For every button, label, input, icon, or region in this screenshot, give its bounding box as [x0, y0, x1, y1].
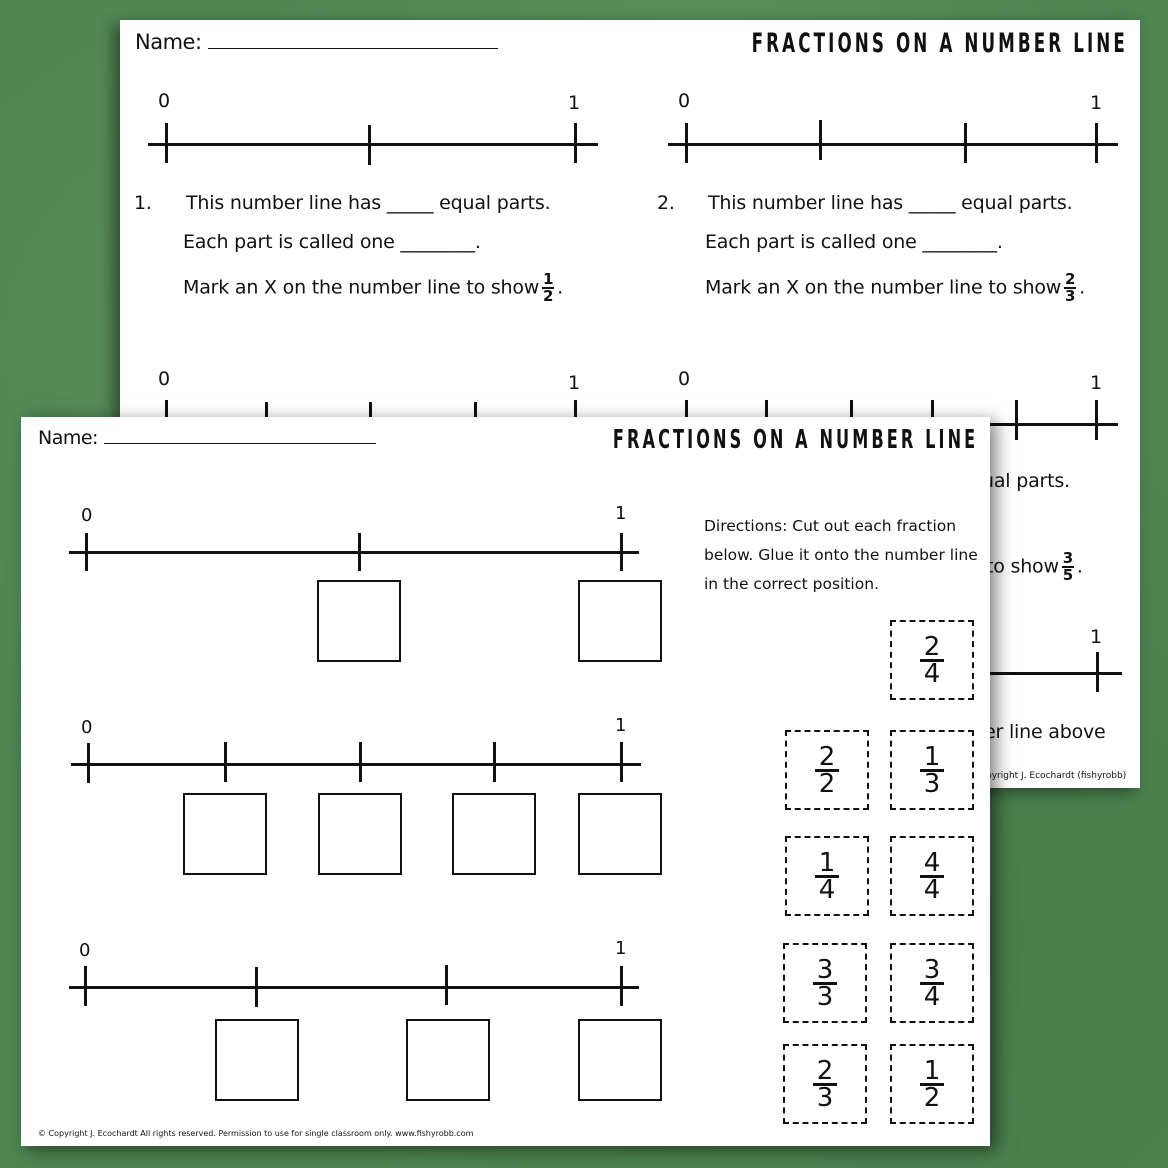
name-field[interactable]: Name: [38, 427, 376, 449]
answer-box[interactable] [578, 580, 662, 662]
copyright-text: © Copyright J. Ecochardt All rights rese… [38, 1129, 474, 1138]
label-zero: 0 [158, 368, 171, 390]
tick [85, 533, 88, 571]
label-one: 1 [1090, 626, 1103, 648]
label-zero: 0 [678, 368, 691, 390]
tick [1096, 652, 1099, 692]
problem-number: 1. [134, 192, 152, 214]
axis [69, 986, 639, 989]
tick [1015, 400, 1018, 440]
number-line-1: 0 1 [148, 90, 598, 170]
name-label: Name: [38, 427, 98, 449]
tick [620, 742, 623, 782]
tick [359, 742, 362, 782]
problem-number: 2. [657, 192, 675, 214]
answer-box[interactable] [318, 793, 402, 875]
directions-text: Directions: Cut out each fraction below.… [704, 517, 978, 593]
worksheet-title: FRACTIONS ON A NUMBER LINE [612, 425, 978, 455]
label-one: 1 [615, 715, 627, 736]
question-fragment: ual parts. [982, 470, 1070, 492]
copyright-text: pyright J. Ecochardt (fishyrobb) [986, 771, 1127, 781]
question-line: Each part is called one ________. [183, 231, 481, 253]
tick [620, 533, 623, 571]
axis [71, 763, 641, 766]
label-zero: 0 [678, 90, 691, 112]
label-one: 1 [568, 372, 581, 394]
question-line: Each part is called one ________. [705, 231, 1003, 253]
axis [980, 672, 1122, 675]
label-one: 1 [615, 503, 627, 524]
tick [620, 966, 623, 1006]
label-one: 1 [615, 938, 627, 959]
label-one: 1 [568, 92, 581, 114]
answer-box[interactable] [183, 793, 267, 875]
label-zero: 0 [81, 717, 93, 738]
tick [368, 125, 371, 165]
tick [445, 965, 448, 1005]
label-zero: 0 [79, 940, 91, 961]
label-one: 1 [1090, 372, 1103, 394]
tick [255, 967, 258, 1007]
question-fragment: er line above [984, 721, 1106, 743]
front-worksheet: Name: FRACTIONS ON A NUMBER LINE 0 1 0 1… [21, 417, 990, 1146]
number-line-halves: 0 1 [69, 503, 639, 665]
tick [358, 533, 361, 571]
number-line-thirds: 0 1 [69, 938, 639, 1100]
label-one: 1 [1090, 92, 1103, 114]
tick [165, 123, 168, 163]
tick [224, 742, 227, 782]
answer-box[interactable] [452, 793, 536, 875]
answer-box[interactable] [215, 1019, 299, 1101]
tick [574, 123, 577, 163]
number-line-2: 0 1 [668, 90, 1118, 170]
answer-box[interactable] [317, 580, 401, 662]
worksheet-title: FRACTIONS ON A NUMBER LINE [751, 28, 1128, 59]
label-zero: 0 [158, 90, 171, 112]
tick [1095, 123, 1098, 163]
label-zero: 0 [81, 505, 93, 526]
tick [819, 120, 822, 160]
question-line: This number line has _____ equal parts. [708, 192, 1073, 214]
tick [964, 123, 967, 163]
name-field[interactable]: Name: [135, 30, 498, 54]
answer-box[interactable] [578, 1019, 662, 1101]
tick [87, 743, 90, 783]
tick [84, 966, 87, 1006]
axis [148, 143, 598, 146]
axis [668, 143, 1118, 146]
axis [69, 551, 639, 554]
name-label: Name: [135, 30, 202, 54]
tick [1095, 400, 1098, 440]
name-blank[interactable] [207, 32, 498, 49]
answer-box[interactable] [406, 1019, 490, 1101]
tick [493, 742, 496, 782]
name-blank[interactable] [103, 427, 376, 444]
answer-box[interactable] [578, 793, 662, 875]
number-line-fourths: 0 1 [71, 715, 641, 877]
question-line: This number line has _____ equal parts. [186, 192, 551, 214]
tick [685, 123, 688, 163]
